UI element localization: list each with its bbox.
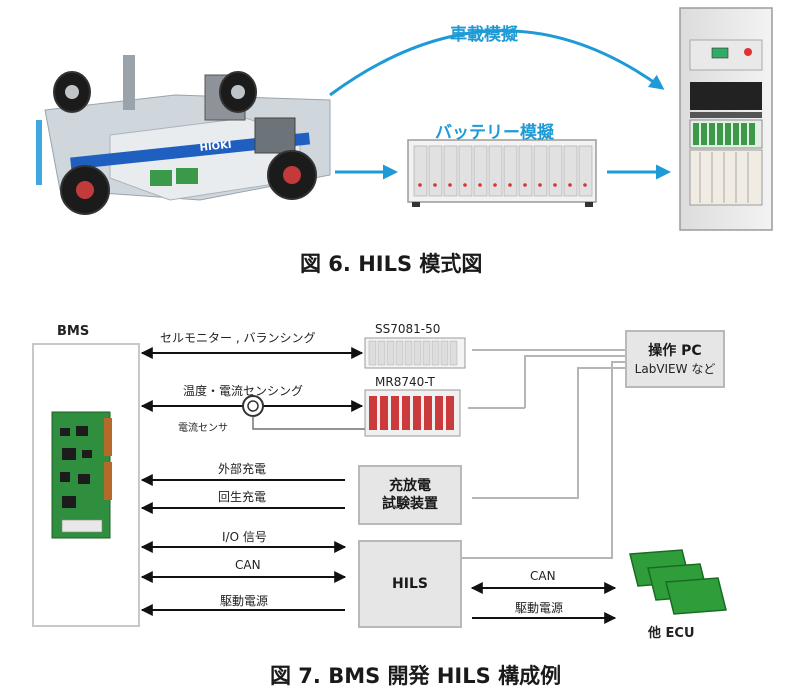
mr8740-label: MR8740-T [375,375,435,389]
charge-discharge-tester-box: 充放電 試験装置 [358,465,462,525]
hils-box: HILS [358,540,462,628]
ev-chassis-image [36,55,331,215]
can-bms-label: CAN [235,558,261,572]
current-sensor-label: 電流センサ [178,423,228,434]
regen-charge-label: 回生充電 [218,490,267,504]
temp-current-label: 温度・電流センシング [183,384,304,398]
mr8740-device-image [364,389,461,437]
hils-rack-image [679,7,773,231]
charger-line-2: 試験装置 [382,496,438,512]
battery-simulator-image [407,139,597,207]
io-signal-label: I/O 信号 [222,530,267,544]
external-charge-label: 外部充電 [218,462,267,476]
drive-power-ecu-label: 駆動電源 [515,601,564,615]
bms-hils-config-figure [32,337,727,627]
can-ecu-label: CAN [530,569,556,583]
charger-line-1: 充放電 [389,478,431,494]
operation-pc-box: 操作 PC LabVIEW など [625,330,725,388]
drive-power-bms-label: 駆動電源 [220,594,269,608]
figure-6-caption: 図 6. HILS 模式図 [300,252,483,276]
ss7081-label: SS7081-50 [375,322,441,336]
hils-schematic-figure: HIOKI [36,7,773,231]
bms-label: BMS [57,324,90,339]
vehicle-sim-label: 車載模擬 [450,25,518,45]
vehicle-sim-arrow [329,29,665,97]
other-ecu-label: 他 ECU [648,626,695,641]
bms-pcb-image [51,411,112,539]
battery-sim-label: バッテリー模擬 [435,123,554,143]
operation-pc-subtitle: LabVIEW など [634,361,716,376]
cell-monitor-label: セルモニター , バランシング [160,331,316,345]
pc-connection-lines [462,349,625,559]
figure-7-caption: 図 7. BMS 開発 HILS 構成例 [270,664,562,688]
other-ecu-image [629,549,727,615]
hioki-logo-text: HIOKI [199,140,232,154]
ss7081-device-image [364,337,466,369]
operation-pc-title: 操作 PC [648,342,702,359]
hils-box-label: HILS [392,576,428,592]
